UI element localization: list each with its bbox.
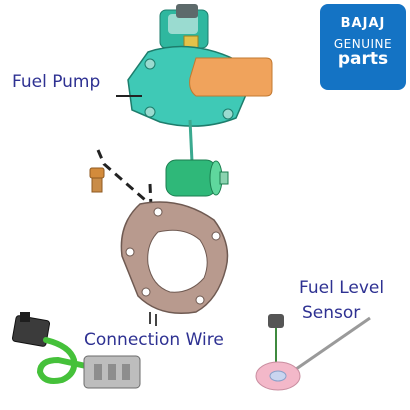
fuel-pump-assembly bbox=[116, 4, 273, 163]
fuel-filter bbox=[165, 159, 229, 197]
connection-wire-label: Connection Wire bbox=[84, 330, 224, 350]
bolt bbox=[89, 167, 105, 193]
logo-genuine: GENUINE bbox=[333, 37, 393, 51]
fuel-level-sensor-label-line1: Fuel Level bbox=[299, 278, 385, 298]
logo-parts: parts bbox=[337, 49, 389, 69]
logo-brand: BAJAJ bbox=[340, 16, 386, 31]
fuel-pump-label: Fuel Pump bbox=[12, 72, 101, 92]
gasket-plate bbox=[120, 201, 229, 326]
bajaj-genuine-parts-logo: BAJAJ GENUINE parts bbox=[320, 4, 406, 90]
fuel-level-sensor-label-line2: Sensor bbox=[302, 303, 361, 323]
fuel-level-sensor bbox=[255, 314, 371, 391]
connection-wire bbox=[11, 312, 141, 389]
